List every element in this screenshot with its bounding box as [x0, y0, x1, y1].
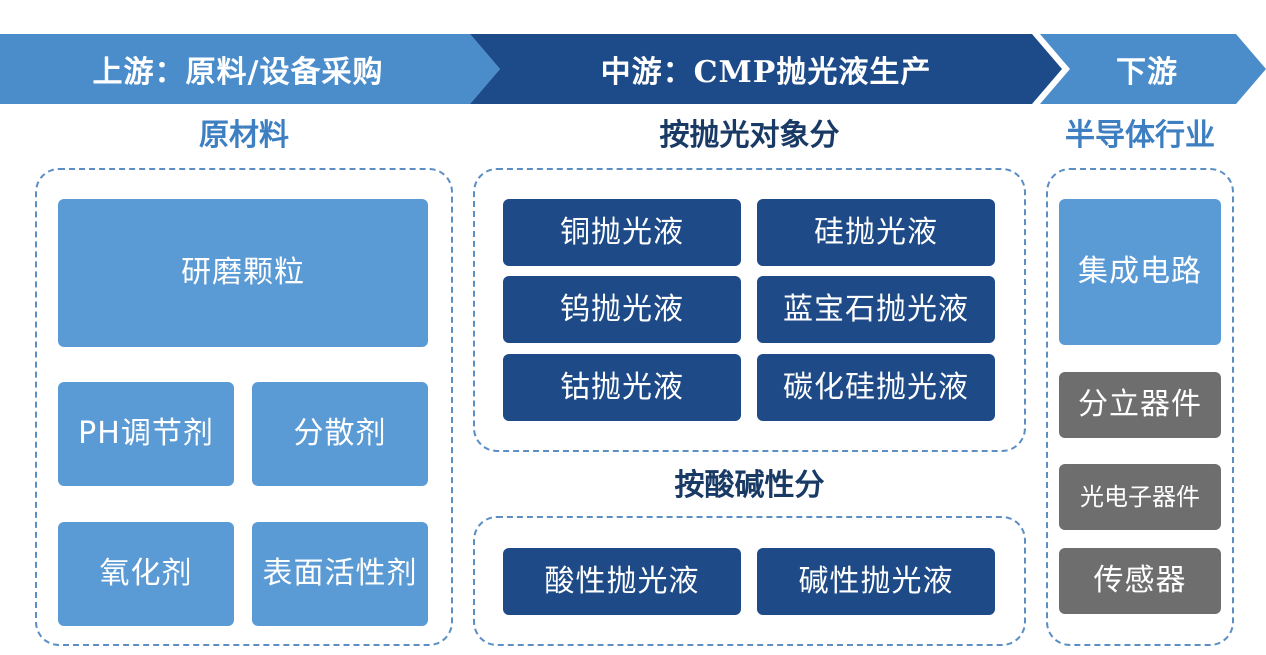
- by-object-group: [473, 168, 1026, 452]
- upstream-stage-arrow: 上游：原料/设备采购: [0, 34, 500, 104]
- silicon-carbide-slurry-box: 碳化硅抛光液: [757, 354, 995, 421]
- raw-materials-heading: 原材料: [199, 118, 289, 153]
- sensor-box: 传感器: [1059, 548, 1221, 614]
- midstream-stage-label: 中游：CMP抛光液生产: [600, 55, 932, 90]
- tungsten-slurry-box: 钨抛光液: [503, 276, 741, 343]
- by-acidity-group: [473, 516, 1026, 646]
- discrete-device-box: 分立器件: [1059, 372, 1221, 438]
- abrasive-particles-box: 研磨颗粒: [58, 199, 428, 347]
- midstream-stage-arrow: 中游：CMP抛光液生产: [470, 34, 1062, 104]
- acidic-slurry-box: 酸性抛光液: [503, 548, 741, 615]
- downstream-stage-arrow: 下游: [1040, 34, 1266, 104]
- copper-slurry-box: 铜抛光液: [503, 199, 741, 266]
- silicon-slurry-box: 硅抛光液: [757, 199, 995, 266]
- semiconductor-heading: 半导体行业: [1065, 118, 1215, 153]
- by-object-heading: 按抛光对象分: [659, 118, 840, 153]
- upstream-stage-label: 上游：原料/设备采购: [92, 55, 384, 90]
- sapphire-slurry-box: 蓝宝石抛光液: [757, 276, 995, 343]
- cobalt-slurry-box: 钴抛光液: [503, 354, 741, 421]
- integrated-circuit-box: 集成电路: [1059, 199, 1221, 345]
- alkaline-slurry-box: 碱性抛光液: [757, 548, 995, 615]
- surfactant-box: 表面活性剂: [252, 522, 428, 626]
- raw-materials-group: [35, 168, 453, 646]
- downstream-stage-label: 下游: [1116, 55, 1178, 90]
- dispersant-box: 分散剂: [252, 382, 428, 486]
- semiconductor-group: [1046, 168, 1234, 646]
- optoelectronic-device-box: 光电子器件: [1059, 464, 1221, 530]
- ph-regulator-box: PH调节剂: [58, 382, 234, 486]
- oxidant-box: 氧化剂: [58, 522, 234, 626]
- by-acidity-heading: 按酸碱性分: [674, 468, 825, 503]
